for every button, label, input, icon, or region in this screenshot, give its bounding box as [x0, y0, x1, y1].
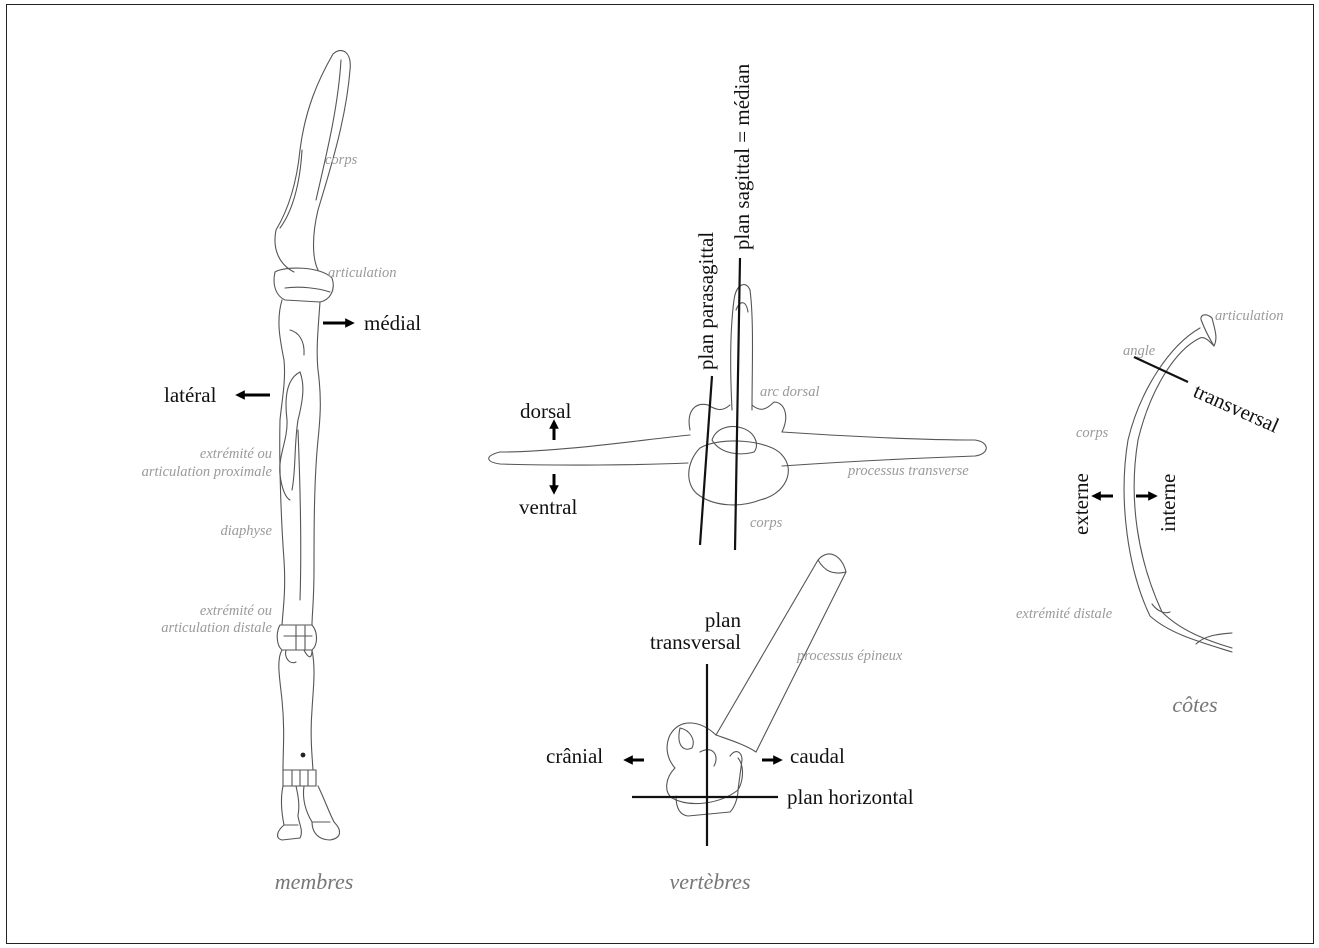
limb-label-distal-1: extrémité ou [200, 603, 272, 619]
vertebra-lateral-drawing [667, 554, 846, 816]
rib-transversal-line [1134, 357, 1188, 382]
caption-cotes: côtes [1172, 692, 1217, 717]
label-ventral: ventral [519, 495, 577, 519]
limb-label-proximal-1: extrémité ou [200, 446, 272, 462]
limb-label-diaphyse: diaphyse [220, 523, 272, 539]
label-processus-epineux: processus épineux [796, 648, 903, 664]
rib-label-articulation: articulation [1215, 308, 1283, 324]
rib-label-interne: interne [1156, 474, 1180, 532]
label-arc-dorsal: arc dorsal [760, 384, 819, 400]
limb-bone-drawing [274, 51, 350, 840]
label-processus-transverse: processus transverse [847, 463, 969, 479]
rib-label-corps: corps [1076, 425, 1109, 441]
parasagittal-plane-line [700, 376, 712, 545]
limb-label-lateral: latéral [164, 383, 217, 407]
rib-label-extremite-distale: extrémité distale [1016, 606, 1113, 622]
label-caudal: caudal [790, 744, 845, 768]
rib-label-transversal: transversal [1190, 379, 1283, 438]
rib-label-angle: angle [1123, 343, 1156, 359]
limb-label-medial: médial [364, 311, 421, 335]
limb-label-proximal-2: articulation proximale [142, 464, 273, 480]
label-plan-horizontal: plan horizontal [787, 785, 914, 809]
rib-label-externe: externe [1069, 473, 1093, 535]
label-plan-transversal-1: plan [705, 608, 742, 632]
label-cranial: crânial [546, 744, 603, 768]
sagittal-plane-line [735, 258, 740, 550]
limb-label-articulation: articulation [328, 265, 396, 281]
caption-membres: membres [275, 869, 354, 894]
label-plan-sagittal: plan sagittal = médian [730, 63, 754, 250]
label-vertebra-corps: corps [750, 515, 783, 531]
label-dorsal: dorsal [520, 399, 571, 423]
label-plan-parasagittal: plan parasagittal [694, 232, 718, 370]
label-plan-transversal-2: transversal [650, 630, 741, 654]
limb-label-corps: corps [325, 152, 358, 168]
limb-label-distal-2: articulation distale [161, 620, 272, 636]
caption-vertebres: vertèbres [669, 869, 750, 894]
